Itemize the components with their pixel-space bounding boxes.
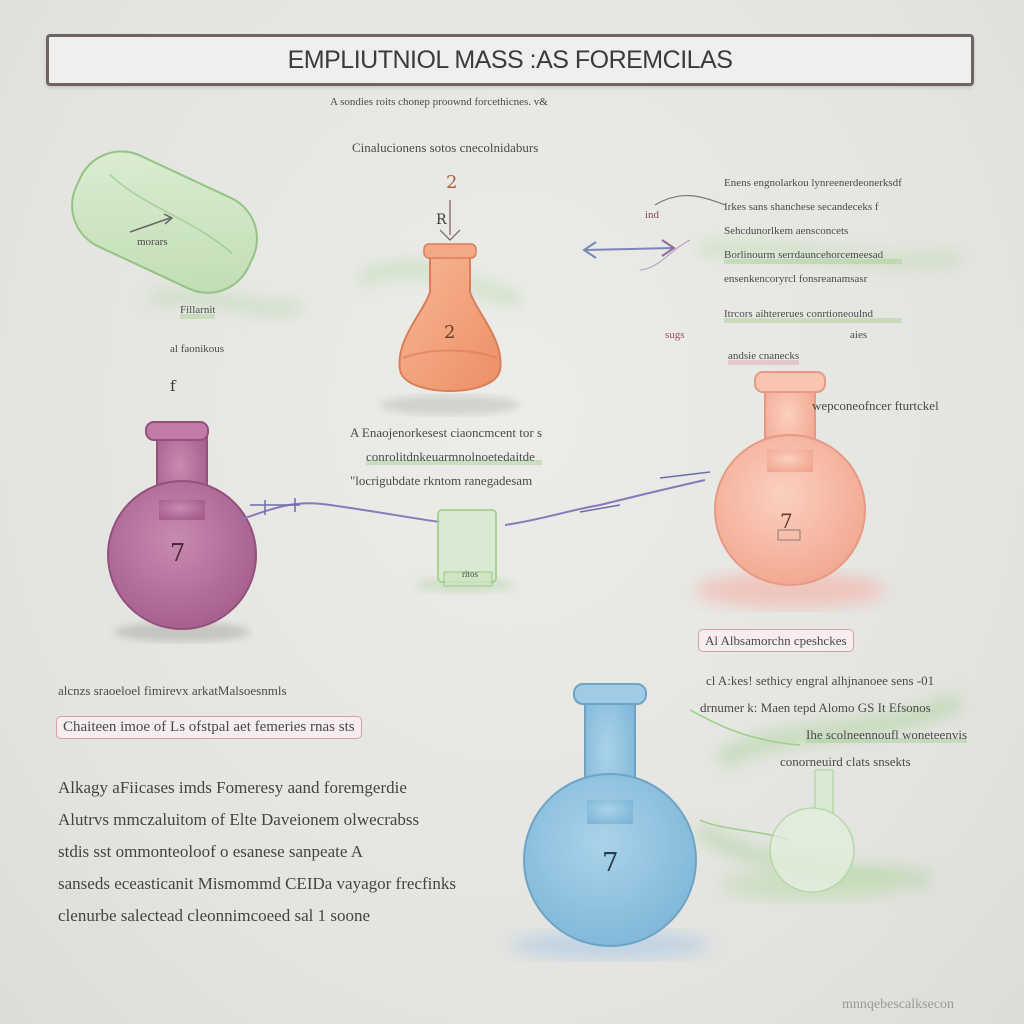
right-block: cl A:kes! sethicy engral alhjnanoee sens… xyxy=(700,672,967,770)
paragraph-line-2: Alutrvs mmczaluitom of Elte Daveionem ol… xyxy=(58,810,420,829)
center-flask-top-label: 2 xyxy=(446,172,458,193)
right-note-5: ensenkencoryrcl fonsreanamsasr xyxy=(724,273,868,285)
tube-label: morars xyxy=(137,236,168,248)
right-block-line-2: drnumer k: Maen tepd Alomo GS It Efsonos xyxy=(700,700,931,715)
top-caption-2: Cinalucionens sotos cnecolnidaburs xyxy=(352,140,539,155)
left-mark: f xyxy=(170,377,176,395)
left-note-2: al faonikous xyxy=(170,343,225,355)
paragraph-line-1: Alkagy aFiicases imds Fomeresy aand fore… xyxy=(58,778,407,797)
orange-flask-number: 2 xyxy=(444,322,456,343)
right-note-4: Borlinourm serrdauncehorcemeesad xyxy=(724,247,902,264)
right-block-line-3: Ihe scolneennoufl woneteenvis xyxy=(806,727,968,742)
peach-flask-tag: wepconeofncer fturtckel xyxy=(812,398,939,413)
paragraph-line-5: clenurbe salectead cleonnimcoeed sal 1 s… xyxy=(58,906,371,925)
left-note-1: Fillarnit xyxy=(180,302,215,319)
paragraph-line-4: sanseds eceasticanit Mismommd CEIDa vaya… xyxy=(58,874,456,893)
right-small-label: aies xyxy=(850,329,868,341)
tube-pointer xyxy=(129,213,174,233)
right-note-3: Sehcdunorlkem aensconcets xyxy=(724,225,849,237)
title-banner: EMPLIUTNIOL MASS :AS FOREMCILAS xyxy=(46,34,974,86)
center-note-2: conrolitdnkeuarmnolnoetedaitde xyxy=(366,448,542,465)
blue-flask-number: 7 xyxy=(602,848,619,878)
center-note-3: "locrigubdate rkntom ranegadesam xyxy=(350,473,533,488)
watermark: mnnqebescalksecon xyxy=(842,997,954,1012)
left-small-line: alcnzs sraoeloel fimirevx arkatMalsoesnm… xyxy=(58,683,287,698)
right-note-2: Irkes sans shanchese secandeceks f xyxy=(724,201,879,213)
pink-side-label: sugs xyxy=(665,329,685,341)
top-caption-1: A sondies roits chonep proownd forcethic… xyxy=(330,96,548,108)
green-tube xyxy=(71,150,258,294)
right-block-line-4: conorneuird clats snsekts xyxy=(780,754,911,769)
right-block-line-1: cl A:kes! sethicy engral alhjnanoee sens… xyxy=(706,673,935,688)
left-pill-label: Chaiteen imoe of Ls ofstpal aet femeries… xyxy=(56,716,362,739)
double-arrow xyxy=(582,194,726,271)
center-note-1: A Enaojenorkesest ciaoncmcent tor s xyxy=(350,425,543,440)
blue-flask xyxy=(510,683,710,959)
faint-green-flask xyxy=(720,769,900,901)
left-paragraph: Alkagy aFiicases imds Fomeresy aand fore… xyxy=(58,772,456,932)
peach-flask xyxy=(695,371,885,608)
orange-flask xyxy=(380,200,520,415)
peach-flask-number: 7 xyxy=(780,509,793,533)
right-notes: Enens engnolarkou lynreenerdeonerksdf Ir… xyxy=(724,175,902,323)
right-note-1: Enens engnolarkou lynreenerdeonerksdf xyxy=(724,177,902,189)
beaker-label: ritos xyxy=(462,569,479,579)
right-pill-label: Al Albsamorchn cpeshckes xyxy=(698,629,854,652)
center-flask-sub-label: R xyxy=(436,212,447,228)
green-beaker xyxy=(415,509,515,593)
center-arrow-mark: ind xyxy=(645,209,660,221)
paragraph-line-3: stdis sst ommonteoloof o esanese sanpeat… xyxy=(58,842,364,861)
right-note-7: andsie cnanecks xyxy=(728,348,799,365)
page-title: EMPLIUTNIOL MASS :AS FOREMCILAS xyxy=(287,45,733,74)
center-notes: A Enaojenorkesest ciaoncmcent tor s conr… xyxy=(350,424,542,496)
purple-flask xyxy=(107,421,257,642)
right-note-6: Itrcors aihtererues conrtioneoulnd xyxy=(724,306,902,323)
purple-flask-number: 7 xyxy=(170,539,186,567)
